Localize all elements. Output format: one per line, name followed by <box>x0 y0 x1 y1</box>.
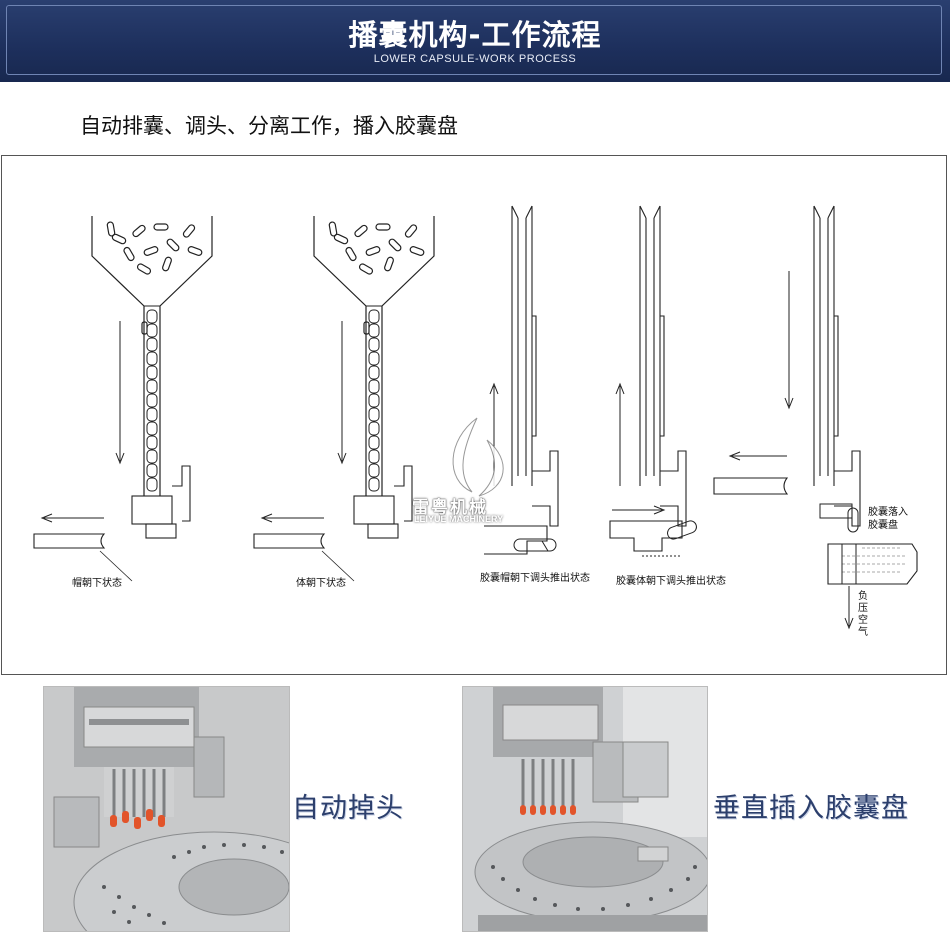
machine-photo-1 <box>44 687 289 931</box>
brand-name-en: LEIYUE MACHINERY <box>414 514 504 524</box>
label-body-down: 体朝下状态 <box>296 578 346 589</box>
label-cap-down: 帽朝下状态 <box>72 578 122 589</box>
label-drop-into-plate: 胶囊落入胶囊盘 <box>868 507 908 531</box>
photo-auto-turn <box>43 686 290 932</box>
header-frame <box>6 5 942 75</box>
header-banner: 播囊机构-工作流程 LOWER CAPSULE-WORK PROCESS <box>0 0 950 82</box>
page-title: 播囊机构-工作流程 <box>348 18 602 52</box>
machine-photo-2 <box>463 687 707 931</box>
caption-auto-turn: 自动掉头 <box>292 793 404 824</box>
page-subtitle: LOWER CAPSULE-WORK PROCESS <box>373 53 577 65</box>
intro-text: 自动排囊、调头、分离工作，播入胶囊盘 <box>80 114 458 138</box>
process-diagram: 帽朝下状态 体朝下状态 胶囊帽朝下调头推出状态 胶囊体朝下调头推出状态 胶囊落入… <box>1 155 947 675</box>
brand-name: 雷粤机械 <box>412 498 488 518</box>
brand-logo-icon <box>452 417 504 497</box>
process-diagram-drawing <box>33 205 918 630</box>
caption-vertical-insert: 垂直插入胶囊盘 <box>713 793 909 824</box>
photo-vertical-insert <box>462 686 708 932</box>
label-body-down-pushed: 胶囊体朝下调头推出状态 <box>616 576 726 587</box>
label-cap-down-pushed: 胶囊帽朝下调头推出状态 <box>480 573 590 584</box>
label-vacuum: 负压空气 <box>858 591 868 638</box>
